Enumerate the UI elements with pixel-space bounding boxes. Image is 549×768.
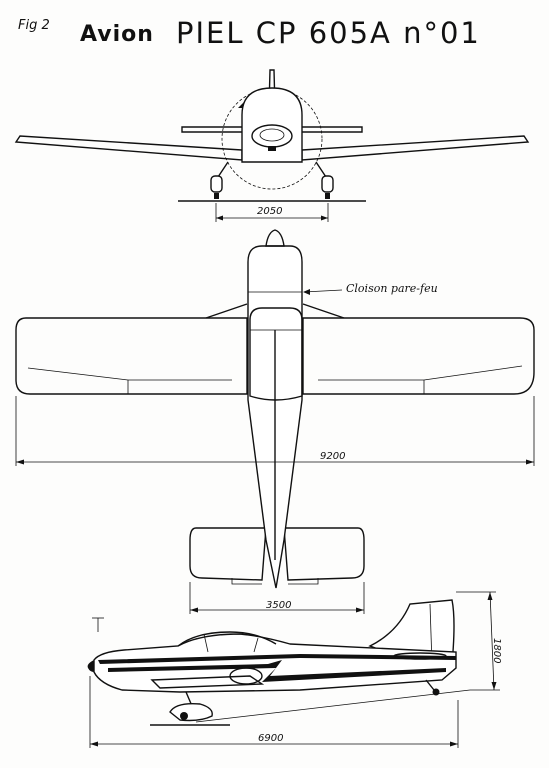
left-wing-top: [15, 317, 248, 395]
left-aileron-flap: [27, 367, 232, 381]
wing-side: [150, 675, 265, 689]
right-wheel-front: [325, 193, 330, 199]
right-aileron-flap: [318, 365, 523, 381]
main-wheel-fairing: [169, 702, 213, 722]
cheat-line-lower: [108, 660, 446, 682]
tailwheel-leg: [425, 679, 435, 691]
tailplane-side: [393, 652, 447, 660]
height-dimension-line: [489, 591, 495, 691]
dimension-height: 1800: [491, 638, 502, 664]
tail-down-line: [195, 689, 471, 723]
dimension-length: 6900: [258, 733, 284, 744]
front-view: [14, 69, 530, 222]
right-tailplane: [283, 527, 365, 581]
dimension-arrowheads: [16, 215, 534, 747]
air-intake-front: [268, 146, 276, 151]
gear-legs-front: [215, 161, 329, 181]
right-wing-front: [301, 135, 530, 161]
main-wheel-side: [180, 712, 188, 720]
figure-label: Fig 2: [18, 18, 50, 33]
side-view: [87, 591, 500, 748]
dimension-main-gear-track: 2050: [257, 206, 283, 217]
aircraft-model-title: PIEL CP 605A n°01: [176, 16, 481, 50]
right-wheel-fairing: [321, 175, 334, 193]
firewall-annotation: Cloison pare-feu: [346, 282, 438, 295]
left-wing-front: [14, 135, 243, 161]
canopy-top: [249, 307, 303, 401]
spinner-side: [87, 660, 94, 672]
firewall-leader: [303, 289, 343, 293]
dimension-tailplane-span: 3500: [266, 600, 292, 611]
cheat-line-upper: [98, 654, 456, 664]
left-wheel-fairing: [210, 175, 223, 193]
left-wheel-front: [214, 193, 219, 199]
spinner-front: [259, 128, 285, 142]
exhaust-fairing: [229, 667, 263, 685]
dimension-wingspan: 9200: [320, 451, 346, 462]
top-view: [15, 229, 535, 614]
elevator-tabs: [231, 578, 319, 585]
drawing-kind: Avion: [80, 22, 154, 47]
spinner-top: [265, 229, 285, 247]
right-wing-top: [302, 317, 535, 395]
canopy-side: [177, 631, 277, 647]
wing-root-fillets: [205, 303, 345, 319]
left-tailplane: [189, 527, 267, 581]
